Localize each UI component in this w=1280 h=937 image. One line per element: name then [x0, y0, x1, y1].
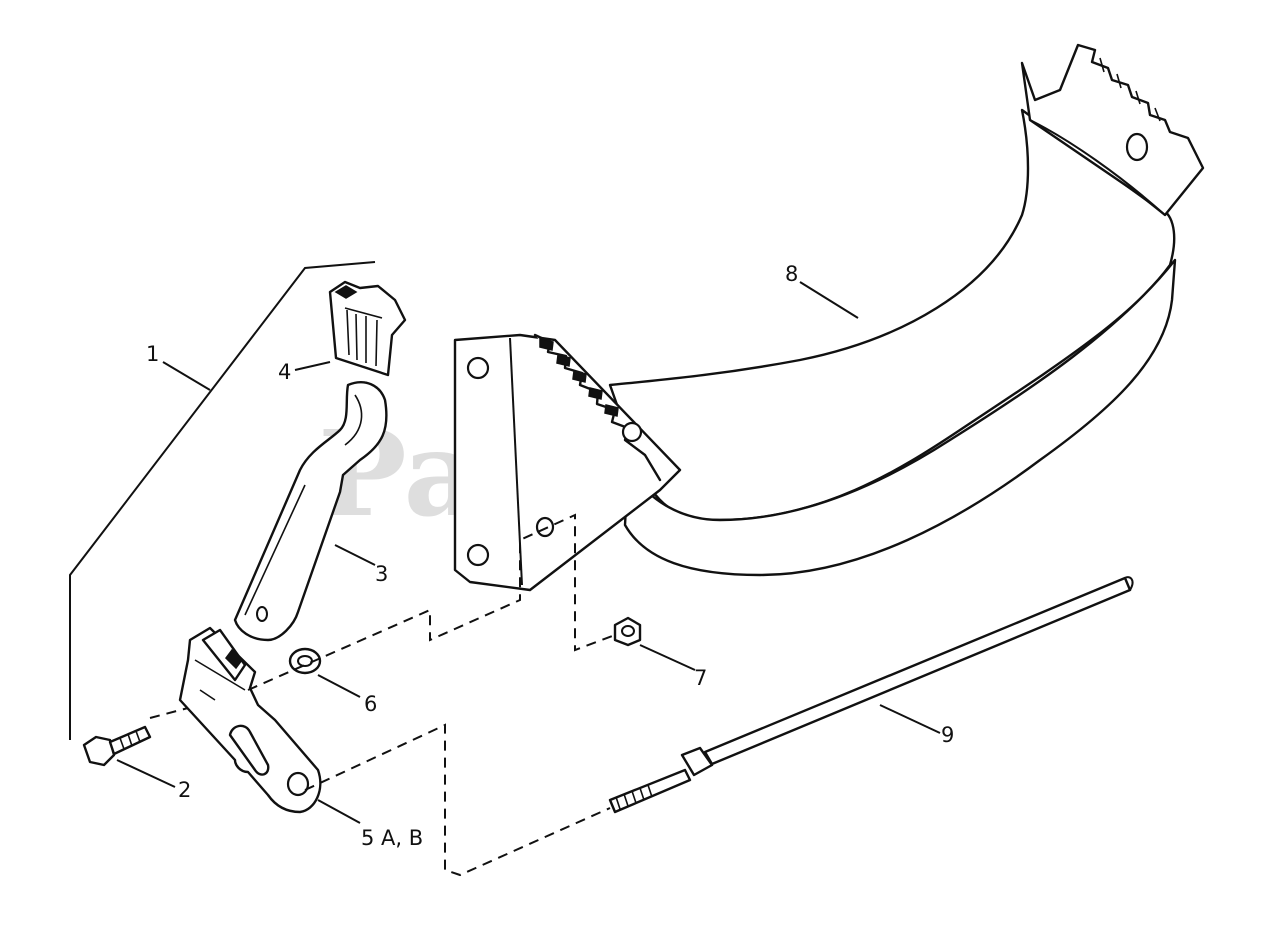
assembly-lines — [149, 513, 616, 877]
part-9-rod[interactable] — [608, 576, 1134, 814]
part-5-bracket[interactable] — [178, 626, 322, 814]
part-7-nut[interactable] — [613, 616, 642, 647]
part-3-lever[interactable] — [233, 381, 388, 642]
leader-lines — [69, 261, 941, 824]
callout-9: 9 — [941, 723, 954, 747]
callout-3: 3 — [375, 562, 388, 586]
callout-1: 1 — [146, 342, 159, 366]
callout-4: 4 — [278, 360, 291, 384]
part-2-bolt[interactable] — [82, 725, 152, 767]
part-8-deflector[interactable] — [608, 43, 1205, 577]
callout-2: 2 — [178, 778, 191, 802]
part-6-washer[interactable] — [288, 647, 322, 675]
chute-side-plate[interactable] — [453, 333, 682, 592]
callout-6: 6 — [364, 692, 377, 716]
callout-7: 7 — [694, 666, 707, 690]
part-4-knob[interactable] — [328, 280, 407, 377]
callout-labels: 1 2 3 4 5 A, B 6 7 8 9 — [146, 262, 954, 850]
callout-5: 5 A, B — [361, 826, 423, 850]
callout-8: 8 — [785, 262, 798, 286]
